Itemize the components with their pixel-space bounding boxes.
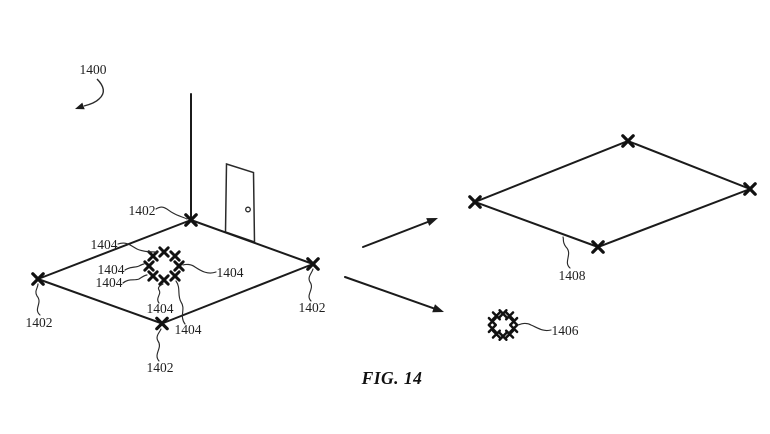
figure-number-arrow-curve bbox=[83, 78, 104, 107]
ref-label-1404: 1404 bbox=[91, 237, 118, 252]
arrow-to-plane bbox=[362, 218, 438, 248]
feature-label-f: 1404 bbox=[175, 280, 202, 337]
room-corner-markers bbox=[31, 213, 320, 331]
x-marker-ring bbox=[498, 309, 508, 319]
x-marker-plane-top bbox=[621, 134, 635, 148]
arrowhead-icon bbox=[426, 218, 438, 226]
room-structure bbox=[37, 93, 314, 325]
corner-label-bottom: 1402 bbox=[147, 328, 174, 375]
x-marker-plane-right bbox=[743, 182, 757, 196]
floor-edge-front-right bbox=[161, 263, 314, 325]
leader-line bbox=[35, 283, 41, 316]
door bbox=[224, 162, 256, 244]
arrow-shaft bbox=[362, 221, 429, 248]
leader-line bbox=[122, 274, 148, 284]
leader-line bbox=[562, 236, 571, 269]
ref-label-1404: 1404 bbox=[96, 275, 123, 290]
x-marker-cluster bbox=[147, 250, 159, 262]
corner-label-top: 1402 bbox=[129, 203, 188, 220]
x-marker-corner-front bbox=[155, 316, 169, 331]
floor-outline bbox=[37, 219, 314, 325]
x-marker-ring bbox=[504, 329, 515, 339]
ref-label-1408: 1408 bbox=[559, 268, 586, 283]
floor-edge-front-left bbox=[37, 278, 163, 325]
feature-label-c: 1404 bbox=[96, 274, 148, 290]
leader-line bbox=[156, 328, 162, 362]
ref-label-1404: 1404 bbox=[175, 322, 202, 337]
figure-caption: FIG. 14 bbox=[361, 368, 423, 388]
feature-label-b: 1404 bbox=[98, 262, 145, 277]
ref-label-1404: 1404 bbox=[98, 262, 125, 277]
x-marker-cluster bbox=[143, 260, 155, 272]
x-marker-corner-back bbox=[184, 213, 198, 227]
x-marker-cluster bbox=[147, 270, 159, 282]
floor-edge-back-right bbox=[190, 219, 314, 265]
floor-edge-back-left bbox=[37, 219, 192, 280]
x-marker-cluster bbox=[158, 246, 170, 258]
x-marker-cluster bbox=[158, 274, 170, 286]
figure-number-label: 1400 bbox=[80, 62, 107, 77]
leader-line bbox=[175, 280, 186, 325]
x-marker-cluster bbox=[169, 250, 181, 262]
feature-label-e: 1404 bbox=[147, 283, 174, 316]
door-knob-icon bbox=[245, 206, 251, 213]
floor-feature-cluster bbox=[143, 246, 185, 286]
leader-line bbox=[124, 263, 145, 271]
leader-line bbox=[517, 322, 552, 332]
ref-label-1406: 1406 bbox=[552, 323, 579, 338]
corner-label-left: 1402 bbox=[26, 283, 53, 330]
x-marker-ring bbox=[491, 311, 502, 321]
leader-line bbox=[117, 242, 159, 253]
extracted-plane: 1408 bbox=[468, 134, 757, 283]
x-marker-cluster bbox=[169, 270, 181, 282]
x-marker-corner-left bbox=[31, 272, 45, 286]
figure-number-arrowhead-icon bbox=[75, 102, 85, 110]
feature-label-a: 1404 bbox=[91, 237, 159, 253]
x-marker-ring bbox=[509, 316, 519, 327]
x-marker-ring bbox=[487, 323, 497, 334]
ref-label-1404: 1404 bbox=[147, 301, 174, 316]
extracted-cluster-ring: 1406 bbox=[487, 309, 579, 341]
feature-label-d: 1404 bbox=[182, 263, 244, 280]
arrow-to-cluster bbox=[344, 276, 444, 313]
leader-line bbox=[182, 263, 217, 274]
arrowhead-icon bbox=[432, 304, 444, 313]
leader-line bbox=[157, 283, 164, 304]
figure-number-callout: 1400 bbox=[75, 62, 107, 110]
x-marker-plane-left bbox=[468, 195, 482, 209]
door-panel bbox=[224, 162, 256, 244]
ref-label-1404: 1404 bbox=[217, 265, 244, 280]
leader-line bbox=[308, 268, 314, 302]
x-marker-plane-bottom bbox=[591, 240, 605, 254]
x-marker-corner-right bbox=[306, 257, 320, 271]
ref-label-1402: 1402 bbox=[147, 360, 174, 375]
arrow-shaft bbox=[344, 276, 435, 310]
x-marker-ring bbox=[498, 331, 508, 341]
ref-label-1402: 1402 bbox=[299, 300, 326, 315]
leader-line bbox=[155, 206, 188, 220]
ref-label-1402: 1402 bbox=[129, 203, 156, 218]
x-marker-cluster bbox=[173, 260, 185, 272]
corner-label-right: 1402 bbox=[299, 268, 326, 315]
ref-label-1402: 1402 bbox=[26, 315, 53, 330]
plane-outline bbox=[472, 139, 753, 249]
